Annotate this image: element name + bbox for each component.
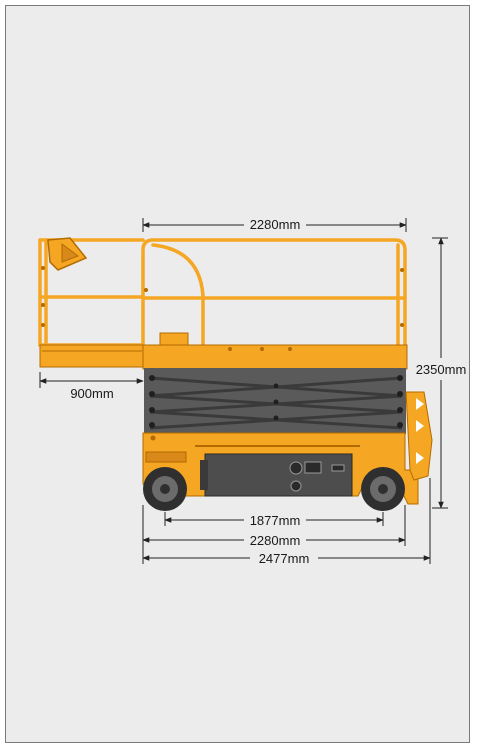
dimension-lines <box>39 218 448 564</box>
guard-rail <box>38 238 407 347</box>
panel-switch-icon <box>289 461 303 475</box>
panel-gauge <box>304 461 322 474</box>
scissor-pins <box>149 375 403 428</box>
dim-top-width: 2280mm <box>250 217 301 232</box>
platform-deck <box>142 344 408 370</box>
panel-key-icon <box>290 480 302 492</box>
front-wheel <box>361 467 405 511</box>
dim-overall-length: 2477mm <box>259 551 310 566</box>
extension-toe-board <box>39 344 145 368</box>
rear-wheel <box>143 467 187 511</box>
dim-chassis-width: 2280mm <box>250 533 301 548</box>
dim-height: 2350mm <box>416 362 467 377</box>
dim-extension: 900mm <box>70 386 113 401</box>
front-bumper <box>405 391 433 481</box>
rail-fittings <box>41 266 404 327</box>
battery-compartment <box>204 453 353 497</box>
dim-wheelbase: 1877mm <box>250 513 301 528</box>
